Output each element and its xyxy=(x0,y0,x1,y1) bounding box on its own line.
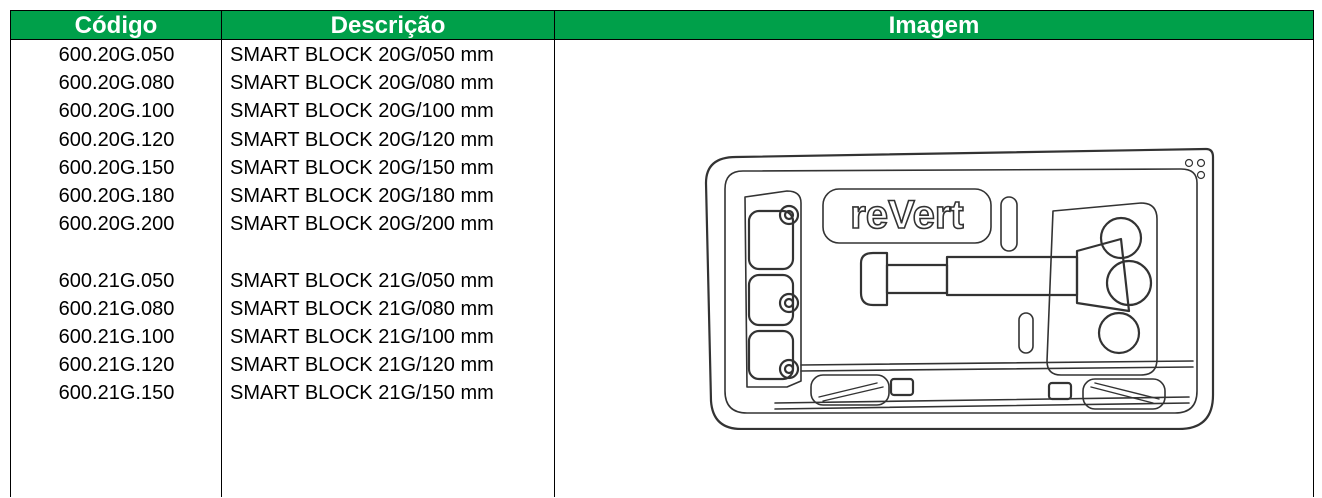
description-cell: SMART BLOCK 20G/100 mm xyxy=(230,100,494,123)
column-divider xyxy=(221,40,222,497)
header-code: Código xyxy=(11,11,222,40)
table-row: 600.20G.050 SMART BLOCK 20G/050 mm xyxy=(11,41,555,69)
code-cell: 600.20G.100 xyxy=(58,100,175,123)
table-row: 600.20G.120 SMART BLOCK 20G/120 mm xyxy=(11,126,555,154)
description-cell: SMART BLOCK 20G/180 mm xyxy=(230,184,494,207)
description-cell: SMART BLOCK 21G/150 mm xyxy=(230,382,494,405)
table-header: Código Descrição Imagem xyxy=(11,11,1313,40)
description-cell: SMART BLOCK 21G/050 mm xyxy=(230,269,494,292)
table-row: 600.20G.080 SMART BLOCK 20G/080 mm xyxy=(11,69,555,97)
table-row: 600.21G.080 SMART BLOCK 21G/080 mm xyxy=(11,295,555,323)
header-description: Descrição xyxy=(222,11,555,40)
code-cell: 600.20G.200 xyxy=(58,213,175,236)
code-cell: 600.21G.150 xyxy=(58,382,175,405)
code-cell: 600.21G.100 xyxy=(58,325,175,348)
table-row: 600.20G.150 SMART BLOCK 20G/150 mm xyxy=(11,154,555,182)
table-row: 600.21G.120 SMART BLOCK 21G/120 mm xyxy=(11,351,555,379)
table-row: 600.21G.050 SMART BLOCK 21G/050 mm xyxy=(11,267,555,295)
table-body: 600.20G.050 SMART BLOCK 20G/050 mm 600.20… xyxy=(11,41,555,407)
description-cell: SMART BLOCK 20G/050 mm xyxy=(230,44,494,66)
table-row: 600.20G.180 SMART BLOCK 20G/180 mm xyxy=(11,182,555,210)
code-cell: 600.20G.150 xyxy=(58,156,175,179)
description-cell: SMART BLOCK 20G/150 mm xyxy=(230,156,494,179)
table-row: 600.20G.200 SMART BLOCK 20G/200 mm xyxy=(11,210,555,238)
column-divider xyxy=(554,40,555,497)
description-cell: SMART BLOCK 21G/100 mm xyxy=(230,325,494,348)
table-row xyxy=(11,238,555,266)
table-row: 600.20G.100 SMART BLOCK 20G/100 mm xyxy=(11,97,555,125)
code-cell: 600.21G.050 xyxy=(58,269,175,292)
description-cell: SMART BLOCK 20G/120 mm xyxy=(230,128,494,151)
code-cell: 600.20G.180 xyxy=(58,184,175,207)
image-cell: reVert xyxy=(556,41,1313,498)
table-row: 600.21G.150 SMART BLOCK 21G/150 mm xyxy=(11,379,555,407)
description-cell: SMART BLOCK 21G/120 mm xyxy=(230,354,494,377)
description-cell: SMART BLOCK 20G/080 mm xyxy=(230,72,494,95)
header-image: Imagem xyxy=(888,12,980,39)
smart-block-tray-image: reVert xyxy=(704,147,1215,430)
code-cell: 600.21G.080 xyxy=(58,297,175,320)
code-cell: 600.21G.120 xyxy=(58,354,175,377)
revert-logo: reVert xyxy=(850,193,963,237)
code-cell: 600.20G.050 xyxy=(58,44,175,66)
code-cell: 600.20G.080 xyxy=(58,72,175,95)
code-cell: 600.20G.120 xyxy=(58,128,175,151)
table-row: 600.21G.100 SMART BLOCK 21G/100 mm xyxy=(11,323,555,351)
description-cell: SMART BLOCK 20G/200 mm xyxy=(230,213,494,236)
description-cell: SMART BLOCK 21G/080 mm xyxy=(230,297,494,320)
